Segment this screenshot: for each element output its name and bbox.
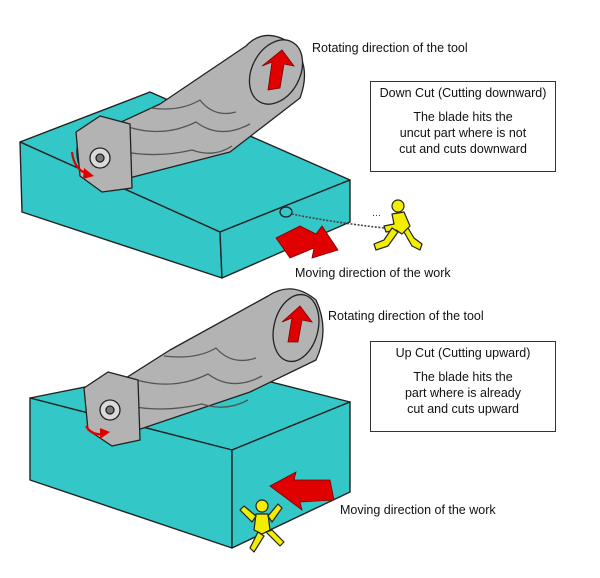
up-cut-box-body: The blade hits the part where is already… xyxy=(371,369,555,417)
work-movement-arrow-bottom xyxy=(269,471,335,511)
down-cut-info-box: Down Cut (Cutting downward) The blade hi… xyxy=(370,81,556,172)
tool-rotation-arrow-top xyxy=(261,49,295,91)
blade-rotation-arrowhead-bottom xyxy=(100,428,110,439)
pushing-figure xyxy=(239,499,285,553)
work-movement-arrow-top xyxy=(275,225,339,259)
down-cut-box-body: The blade hits the uncut part where is n… xyxy=(371,109,555,157)
up-cut-info-box: Up Cut (Cutting upward) The blade hits t… xyxy=(370,341,556,432)
down-cut-line-2: uncut part where is not xyxy=(399,126,527,140)
down-cut-scene: … xyxy=(19,34,423,279)
blade-rotation-arrowhead-top xyxy=(83,168,94,179)
movement-label-top: Moving direction of the work xyxy=(295,266,451,280)
end-mill-tool-top xyxy=(75,34,306,193)
down-cut-line-3: cut and cuts downward xyxy=(399,142,527,156)
up-cut-box-title: Up Cut (Cutting upward) xyxy=(395,346,531,360)
rotation-label-top: Rotating direction of the tool xyxy=(312,41,468,55)
up-cut-line-1: The blade hits the xyxy=(413,370,513,384)
rotation-label-bottom: Rotating direction of the tool xyxy=(328,309,484,323)
down-cut-box-title: Down Cut (Cutting downward) xyxy=(379,86,547,100)
clamp-ring xyxy=(279,206,293,218)
movement-label-bottom: Moving direction of the work xyxy=(340,503,496,517)
pull-rope xyxy=(291,213,385,229)
svg-text:…: … xyxy=(372,209,381,219)
up-cut-scene xyxy=(29,288,351,553)
pulling-figure: … xyxy=(372,199,423,251)
up-cut-line-2: part where is already xyxy=(404,386,522,400)
up-cut-line-3: cut and cuts upward xyxy=(407,402,519,416)
down-cut-line-1: The blade hits the xyxy=(413,110,513,124)
tool-rotation-arrow-bottom xyxy=(281,305,313,343)
